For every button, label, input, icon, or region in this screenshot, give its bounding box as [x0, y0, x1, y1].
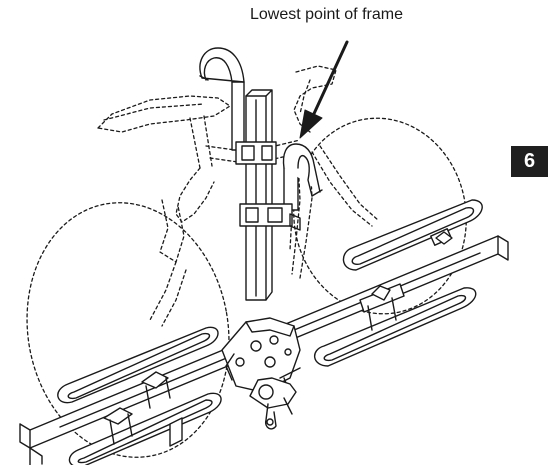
rack-mast	[245, 89, 273, 301]
hitch-pin	[249, 367, 301, 430]
left-hook-arm	[199, 47, 277, 165]
left-wheel-tray	[57, 326, 222, 465]
callout-arrow	[299, 40, 349, 139]
hitch-receiver	[169, 417, 183, 447]
pivot-bracket	[221, 317, 301, 399]
callout-label: Lowest point of frame	[250, 6, 403, 23]
right-wheel-tray	[314, 199, 483, 367]
right-hook-arm	[239, 143, 323, 231]
step-number-badge: 6	[511, 146, 548, 177]
